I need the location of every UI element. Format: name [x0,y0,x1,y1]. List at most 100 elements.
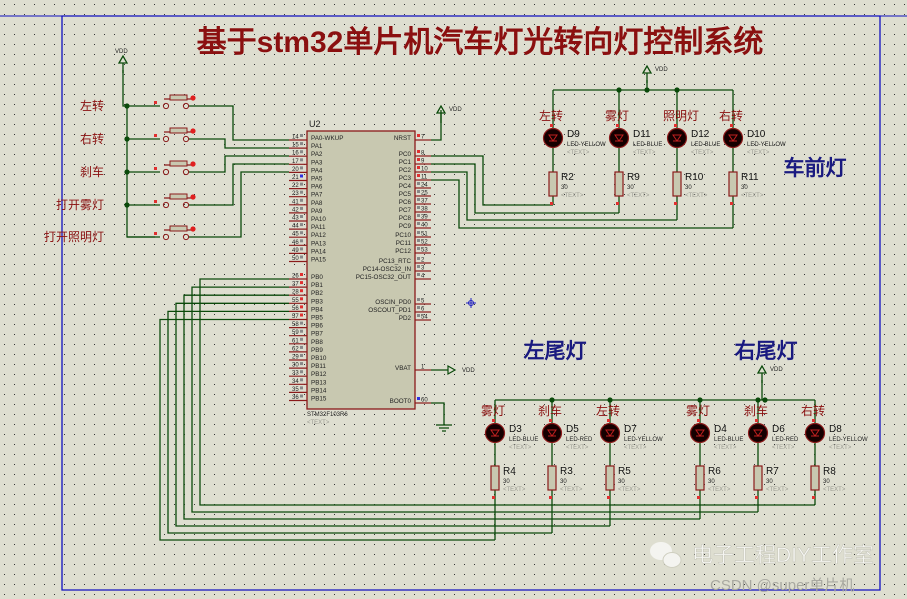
push-button-switch[interactable]: 右转 [80,127,196,146]
pin-state-marker [697,419,700,422]
push-button-switch[interactable]: 左转 [80,94,196,113]
led-text: <TEXT> [714,445,737,451]
pin-number: 60 [421,398,428,404]
pin-number: 10 [421,167,428,173]
led-label: 刹车 [744,403,768,418]
switch-button-icon [169,193,188,200]
pin-number: 58 [292,322,299,328]
pin-name: PC9 [399,223,412,230]
pin-state-marker [417,314,420,317]
schematic-title: 基于stm32单片机汽车灯光转向灯控制系统 [197,25,764,59]
push-button-switch[interactable]: 打开雾灯 [56,193,196,212]
wechat-icon [650,542,682,568]
pin-name: PD2 [399,315,412,322]
resistor-value: 30 [627,185,634,191]
power-arrow-icon [435,104,447,123]
pin-state-marker [300,239,303,243]
pin-state-marker [300,394,303,398]
pin-name: PC3 [399,175,412,182]
pin-name: PB12 [311,371,327,378]
resistor-value: 30 [561,185,568,191]
pin-number: 21 [292,175,299,181]
led-icon [608,127,630,149]
wire [189,138,289,149]
led-text: <TEXT> [772,445,795,451]
push-button-switch[interactable]: 打开照明灯 [44,225,196,244]
switch-contact [162,201,170,209]
push-button-switch[interactable]: 刹车 [80,160,196,179]
pin-name: PC5 [399,191,412,198]
resistor-text: <TEXT> [561,193,584,199]
resistor-value: 30 [708,479,715,485]
led-label: 左转 [539,108,563,123]
pin-state-marker [300,150,303,154]
